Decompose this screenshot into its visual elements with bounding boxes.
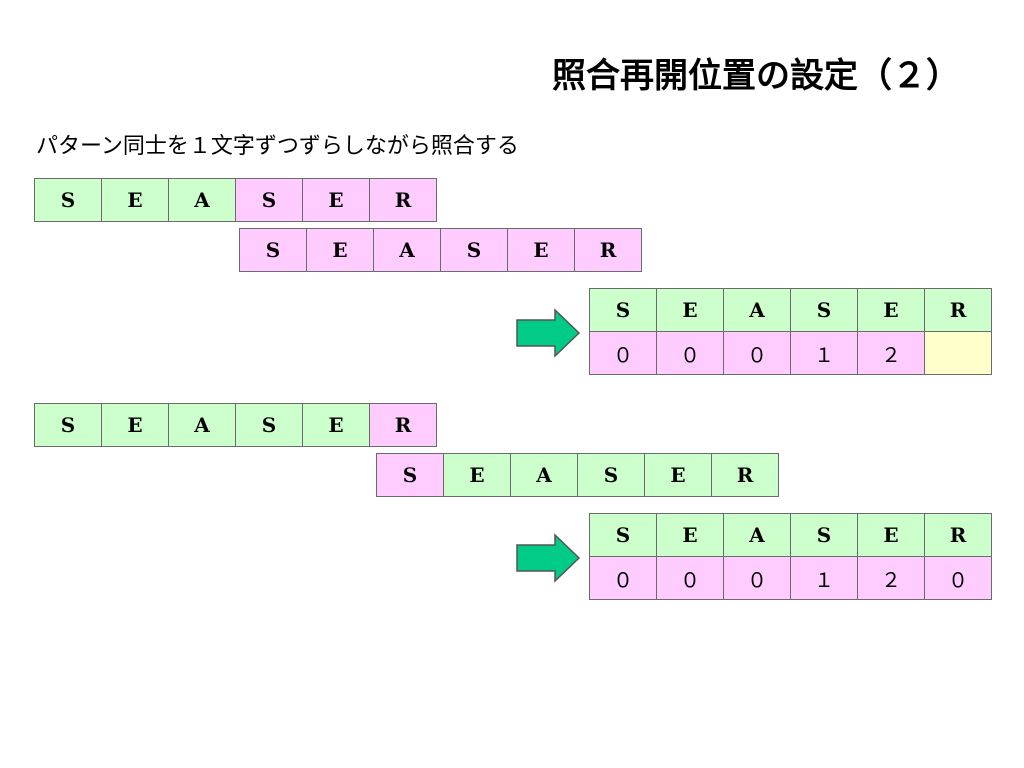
cell-shift-5: E [507,228,575,272]
result2-value-5: ２ [857,556,925,600]
result2-pattern-2: E [656,513,724,557]
cell-shift-1: S [239,228,307,272]
page-subtitle: パターン同士を１文字ずつずらしながら照合する [36,134,519,159]
cell2-text-3: A [168,403,236,447]
result1-value-4: １ [790,331,858,375]
result2-pattern-5: E [857,513,925,557]
cell-text-6: R [369,178,437,222]
example1-result-pattern-row: S E A S E R [589,288,992,332]
result2-value-1: ０ [589,556,657,600]
result1-value-5: ２ [857,331,925,375]
example1-result-values-row: ０ ０ ０ １ ２ [589,331,992,375]
cell-shift-2: E [306,228,374,272]
cell-shift-6: R [574,228,642,272]
example2-result-pattern-row: S E A S E R [589,513,992,557]
cell2-shift-3: A [510,453,578,497]
result2-value-6: ０ [924,556,992,600]
cell2-shift-6: R [711,453,779,497]
example1-text-row: S E A S E R [34,178,437,222]
cell2-shift-1: S [376,453,444,497]
cell2-shift-5: E [644,453,712,497]
cell2-text-2: E [101,403,169,447]
cell-text-4: S [235,178,303,222]
cell2-text-1: S [34,403,102,447]
result1-pattern-4: S [790,288,858,332]
cell-text-5: E [302,178,370,222]
result1-pattern-6: R [924,288,992,332]
result1-value-2: ０ [656,331,724,375]
cell2-text-6: R [369,403,437,447]
result1-pattern-5: E [857,288,925,332]
result2-pattern-1: S [589,513,657,557]
cell-text-3: A [168,178,236,222]
result1-value-1: ０ [589,331,657,375]
cell2-shift-2: E [443,453,511,497]
result1-value-3: ０ [723,331,791,375]
example2-result-values-row: ０ ０ ０ １ ２ ０ [589,556,992,600]
cell2-shift-4: S [577,453,645,497]
result2-value-2: ０ [656,556,724,600]
result2-pattern-4: S [790,513,858,557]
cell-shift-4: S [440,228,508,272]
cell-text-1: S [34,178,102,222]
cell2-text-4: S [235,403,303,447]
example2-shifted-row: S E A S E R [376,453,779,497]
cell-text-2: E [101,178,169,222]
cell-shift-3: A [373,228,441,272]
cell2-text-5: E [302,403,370,447]
result1-pattern-2: E [656,288,724,332]
page-title: 照合再開位置の設定（２） [552,56,960,96]
arrow-right-icon [516,308,581,358]
example1-shifted-row: S E A S E R [239,228,642,272]
result1-value-6 [924,331,992,375]
example2-text-row: S E A S E R [34,403,437,447]
result2-value-3: ０ [723,556,791,600]
result2-pattern-6: R [924,513,992,557]
result1-pattern-1: S [589,288,657,332]
result1-pattern-3: A [723,288,791,332]
arrow-right-icon [516,533,581,583]
result2-pattern-3: A [723,513,791,557]
result2-value-4: １ [790,556,858,600]
